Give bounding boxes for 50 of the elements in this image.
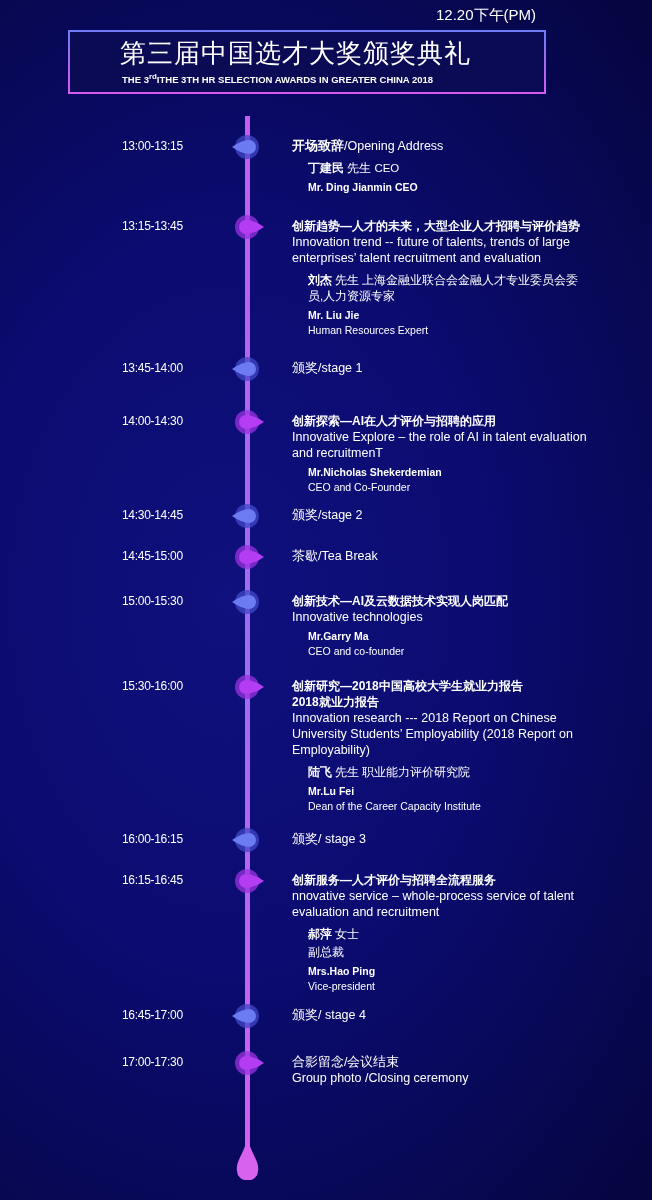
time-label: 16:00-16:15 xyxy=(122,832,183,846)
speaker-text: Dean of the Career Capacity Institute xyxy=(308,799,482,814)
speaker-text: Mr. Liu Jie xyxy=(308,308,361,323)
speaker-text: 刘杰 先生 上海金融业联合会金融人才专业委员会委员,人力资源专家 xyxy=(308,273,580,304)
session-text: 颁奖/ stage 3 xyxy=(292,831,367,847)
session-text: 开场致辞/Opening Address xyxy=(292,138,445,154)
time-label: 13:00-13:15 xyxy=(122,139,183,153)
speaker-text: Mrs.Hao Ping xyxy=(308,964,377,979)
session-text: 颁奖/stage 1 xyxy=(292,360,364,376)
session-title: 2018就业力报告 xyxy=(292,694,380,710)
time-label: 14:30-14:45 xyxy=(122,508,183,522)
speaker-text: CEO and co-founder xyxy=(308,644,406,659)
title-box xyxy=(68,30,546,94)
speaker-text: 郝萍 女士 xyxy=(308,926,361,942)
speaker-text: Mr.Lu Fei xyxy=(308,784,356,799)
time-label: 14:45-15:00 xyxy=(122,549,183,563)
speaker-text: Vice-president xyxy=(308,979,376,994)
session-title: 创新服务—人才评价与招聘全流程服务 xyxy=(292,872,497,888)
session-text: Group photo /Closing ceremony xyxy=(292,1070,470,1086)
time-label: 13:45-14:00 xyxy=(122,361,183,375)
speaker-text: 副总裁 xyxy=(308,945,345,960)
session-text: Innovative technologies xyxy=(292,609,424,625)
time-label: 15:00-15:30 xyxy=(122,594,183,608)
session-text: 茶歇/Tea Break xyxy=(292,548,379,564)
time-label: 14:00-14:30 xyxy=(122,414,183,428)
speaker-text: 丁建民 先生 CEO xyxy=(308,161,401,176)
session-text: 合影留念/会议结束 xyxy=(292,1054,401,1070)
speaker-text: Mr.Garry Ma xyxy=(308,629,370,644)
title-text: 第三届中国选才大奖颁奖典礼 xyxy=(120,37,471,70)
session-title: 创新技术—AI及云数据技术实现人岗匹配 xyxy=(292,593,509,609)
session-text: 颁奖/stage 2 xyxy=(292,507,364,523)
time-label: 16:45-17:00 xyxy=(122,1008,183,1022)
session-text: nnovative service – whole-process service of talent evaluation and recruitment xyxy=(292,888,576,920)
session-title: 创新趋势—人才的未来，大型企业人才招聘与评价趋势 xyxy=(292,218,581,234)
session-text: Innovation research --- 2018 Report on Chinese University Students’ Employability (2018 Report on Employability) xyxy=(292,710,574,758)
session-text: Innovation trend -- future of talents, trends of large enterprises’ talent recruitment and evaluation xyxy=(292,234,571,266)
session-title: 创新研究—2018中国高校大学生就业力报告 xyxy=(292,678,524,694)
speaker-text: Human Resources Expert xyxy=(308,323,430,338)
time-label: 15:30-16:00 xyxy=(122,679,183,693)
time-label: 17:00-17:30 xyxy=(122,1055,183,1069)
time-label: 16:15-16:45 xyxy=(122,873,183,887)
subtitle-text: THE 3$^{rd}$ITHE 3TH HR SELECTION AWARDS IN GREATER CHINA 2018 xyxy=(122,72,434,86)
speaker-text: CEO and Co-Founder xyxy=(308,480,412,495)
speaker-text: 陆飞 先生 职业能力评价研究院 xyxy=(308,765,472,780)
speaker-text: Mr.Nicholas Shekerdemian xyxy=(308,465,443,480)
session-title: 创新探索—AI在人才评价与招聘的应用 xyxy=(292,413,497,429)
session-text: 颁奖/ stage 4 xyxy=(292,1007,367,1023)
time-label: 13:15-13:45 xyxy=(122,219,183,233)
session-text: Innovative Explore – the role of AI in talent evaluation and recruitmenT xyxy=(292,429,587,461)
speaker-text: Mr. Ding Jianmin CEO xyxy=(308,180,419,195)
